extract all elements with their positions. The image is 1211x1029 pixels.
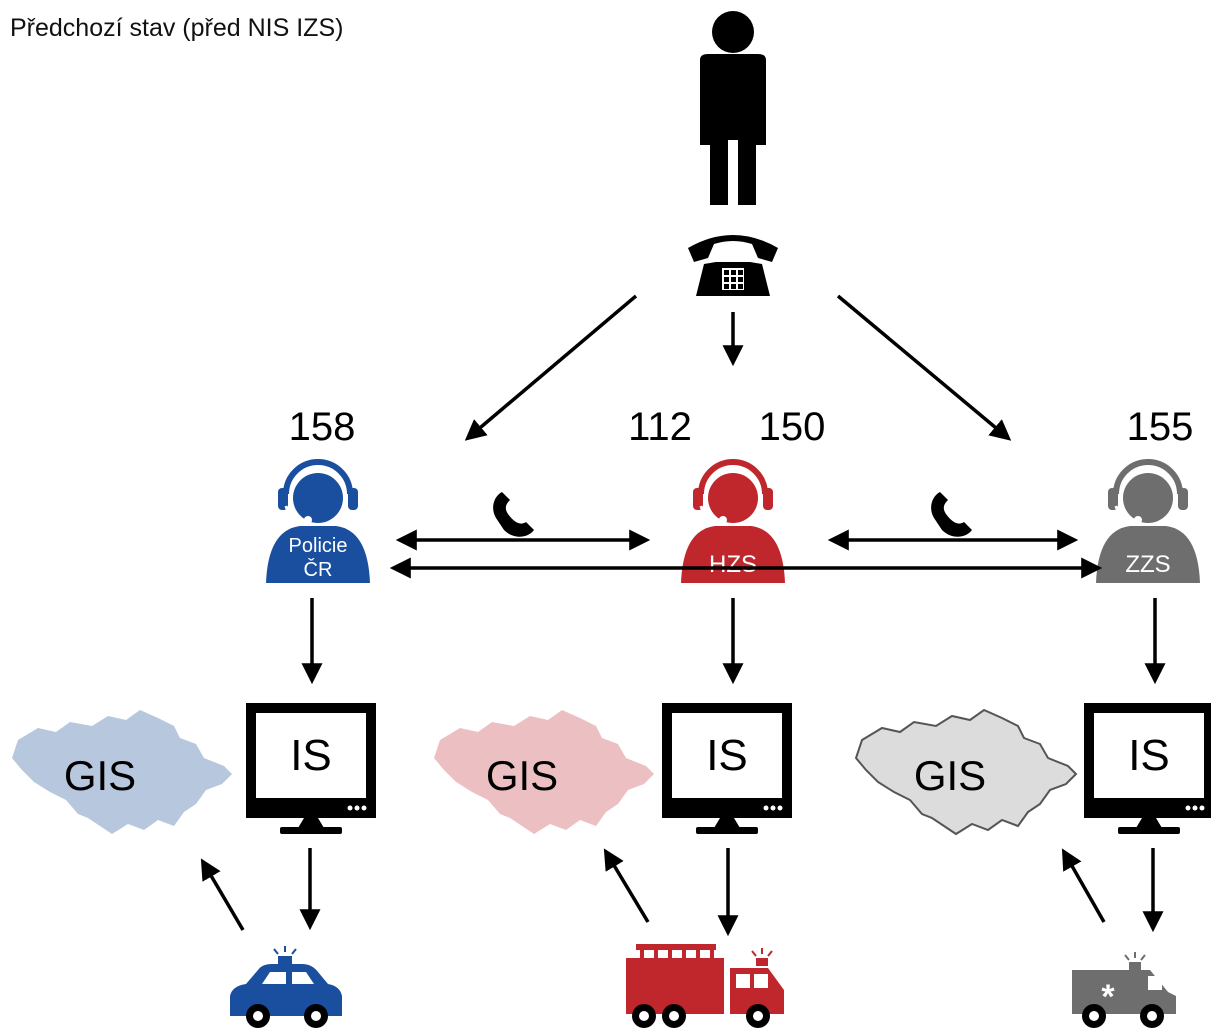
is-police-label: IS bbox=[290, 731, 332, 780]
call-routing-arrows bbox=[464, 294, 1012, 441]
telephone-icon bbox=[688, 235, 778, 296]
operator-medical-label: ZZS bbox=[1125, 551, 1170, 578]
is-fire-label: IS bbox=[706, 731, 748, 780]
gis-fire-label: GIS bbox=[486, 752, 558, 799]
operator-to-is-arrows bbox=[301, 598, 1166, 685]
number-medical: 155 bbox=[1127, 405, 1194, 449]
police-car-icon bbox=[230, 946, 342, 1028]
is-medical-label: IS bbox=[1128, 731, 1170, 780]
inter-center-arrows bbox=[389, 529, 1103, 579]
number-150: 150 bbox=[759, 405, 826, 449]
person-icon bbox=[700, 11, 766, 205]
diagram-title: Předchozí stav (před NIS IZS) bbox=[10, 14, 344, 42]
dispatch-arrows bbox=[200, 848, 1164, 937]
operator-police-label-2: ČR bbox=[304, 558, 333, 581]
headset-operator-icon: Policie ČR HZS ZZS bbox=[266, 459, 1200, 583]
number-police: 158 bbox=[289, 405, 356, 449]
number-112: 112 bbox=[628, 405, 692, 449]
operator-police-label-1: Policie bbox=[289, 535, 348, 557]
gis-police-label: GIS bbox=[64, 752, 136, 799]
operator-fire-label: HZS bbox=[709, 551, 757, 578]
ambulance-icon: * bbox=[1072, 952, 1176, 1028]
fire-truck-icon bbox=[626, 944, 784, 1028]
svg-text:*: * bbox=[1101, 978, 1115, 1016]
gis-medical-label: GIS bbox=[914, 752, 986, 799]
